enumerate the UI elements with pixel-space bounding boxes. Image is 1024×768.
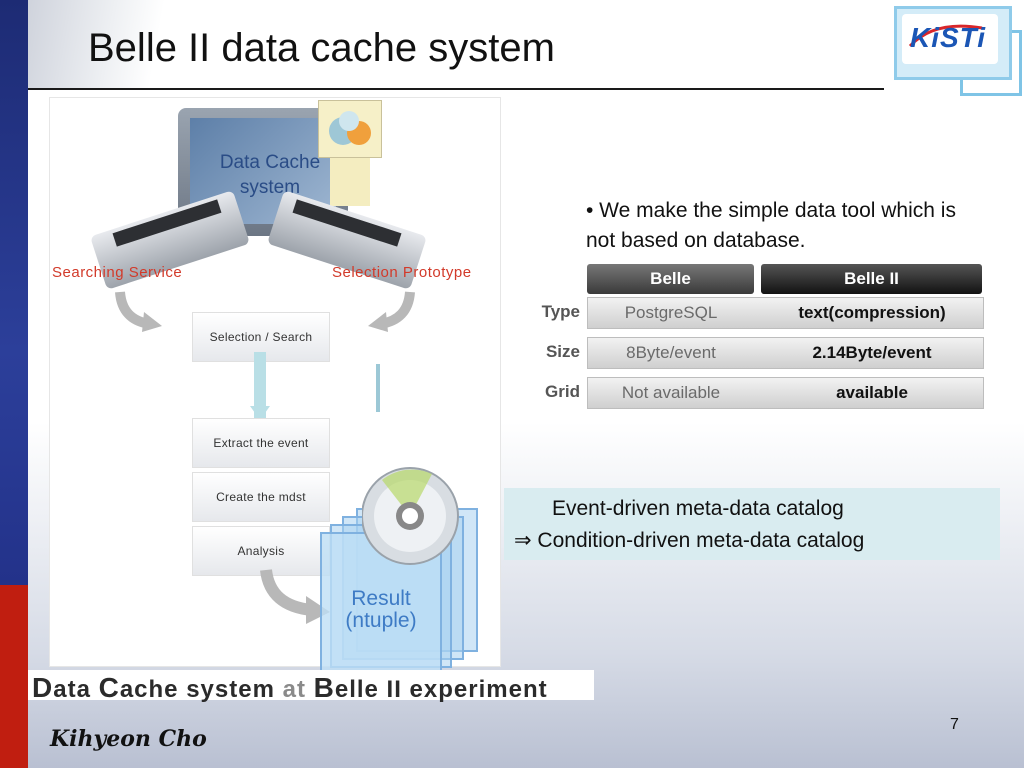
- caption-band: [28, 670, 594, 700]
- step-create-mdst: Create the mdst: [192, 472, 330, 522]
- selection-prototype-label: Selection Prototype: [332, 264, 472, 281]
- flow-connector: [254, 352, 266, 422]
- result-label-line2: (ntuple): [345, 609, 417, 632]
- title-divider: [28, 88, 884, 90]
- caption-initial-c: C: [98, 672, 120, 703]
- column-header-belle: Belle: [587, 264, 754, 294]
- result-label-line1: Result: [351, 587, 411, 610]
- arrow-icon-right: [368, 291, 415, 332]
- arrow-down-icon: [250, 406, 270, 420]
- cell-belle-type: PostgreSQL: [624, 303, 718, 322]
- caption-part: elle II experiment: [334, 676, 548, 703]
- note-line1: Event-driven meta-data catalog: [552, 497, 844, 520]
- disc-icon: [362, 467, 459, 565]
- screen-label-line1: Data Cache: [219, 152, 321, 173]
- arrow-icon-left: [115, 291, 162, 332]
- cell-belle2-type: text(compression): [798, 303, 946, 322]
- caption-initial-b: B: [313, 672, 335, 703]
- arrow-icon-result: [260, 569, 330, 624]
- caption-initial-d: D: [32, 672, 54, 703]
- bullet-text: • We make the simple data tool which is …: [586, 199, 956, 252]
- column-header-belle2: Belle II: [761, 264, 982, 294]
- row-label-type: Type: [541, 302, 580, 321]
- page-title: Belle II data cache system: [88, 26, 555, 70]
- left-accent-bar-red: [0, 585, 28, 768]
- left-accent-bar-blue: [0, 0, 28, 585]
- database-globe-icon: [329, 111, 371, 145]
- table-row: [587, 297, 984, 329]
- author-name: Kihyeon Cho: [50, 726, 207, 752]
- caption-at: at: [282, 676, 314, 703]
- note-box: [504, 488, 1000, 560]
- diagram-caption: Data Cache system at Belle II experiment: [32, 672, 548, 704]
- cell-belle2-size: 2.14Byte/event: [812, 343, 932, 362]
- searching-service-label: Searching Service: [52, 264, 183, 281]
- row-label-grid: Grid: [545, 382, 580, 401]
- document-icon-back: [330, 150, 370, 206]
- step-extract-event: Extract the event: [192, 418, 330, 468]
- cell-belle2-grid: available: [836, 383, 908, 402]
- flow-connector-side: [376, 364, 380, 412]
- title-corner-shade: [28, 0, 208, 90]
- logo-text: KiSTi: [910, 22, 987, 53]
- table-row: [587, 337, 984, 369]
- note-line2: ⇒ Condition-driven meta-data catalog: [514, 529, 865, 552]
- caption-part: ache system: [119, 676, 283, 703]
- logo-swoosh-icon: [908, 24, 983, 48]
- document-icon: [318, 100, 382, 158]
- row-label-size: Size: [545, 342, 580, 361]
- cell-belle-grid: Not available: [621, 383, 721, 402]
- result-label: Result (ntuple): [326, 588, 436, 632]
- page-number: 7: [950, 716, 959, 733]
- step-analysis: Analysis: [192, 526, 330, 576]
- table-row: [587, 377, 984, 409]
- cell-belle-size: 8Byte/event: [626, 343, 716, 362]
- caption-part: ata: [53, 676, 99, 703]
